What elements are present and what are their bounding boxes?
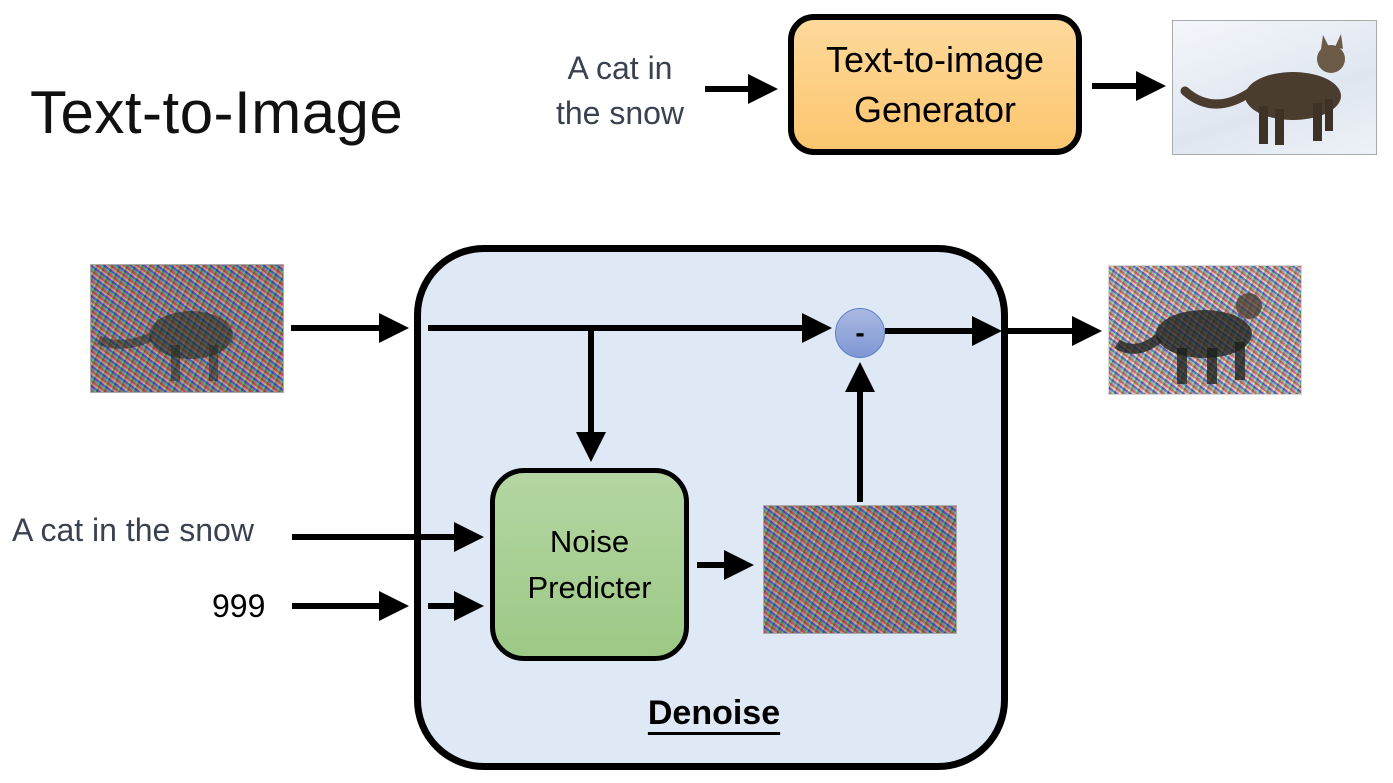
prompt-line-1: A cat in bbox=[567, 50, 673, 86]
noise-predicter-line-1: Noise bbox=[549, 523, 630, 559]
noisy-cat-input-image bbox=[90, 264, 284, 393]
cat-in-snow-image bbox=[1172, 20, 1377, 155]
text-to-image-generator-box: Text-to-image Generator bbox=[788, 14, 1082, 155]
generator-line-1: Text-to-image bbox=[825, 38, 1045, 80]
noise-predicter-box: Noise Predicter bbox=[490, 468, 689, 661]
denoised-cat-output-image bbox=[1108, 265, 1302, 395]
prompt-text: A cat in the snow bbox=[540, 46, 700, 136]
cat-silhouette-icon bbox=[1180, 34, 1345, 145]
predicted-noise-image bbox=[763, 505, 957, 634]
minus-icon: - bbox=[855, 317, 865, 348]
prompt-line-2: the snow bbox=[555, 95, 685, 131]
subtract-node: - bbox=[835, 308, 885, 358]
denoised-cat-silhouette-icon bbox=[1114, 293, 1262, 384]
noisy-cat-silhouette-icon bbox=[97, 311, 233, 381]
denoise-label: Denoise bbox=[647, 694, 781, 732]
step-number-label: 999 bbox=[212, 588, 266, 624]
generator-line-2: Generator bbox=[853, 88, 1017, 130]
noise-predicter-line-2: Predicter bbox=[527, 569, 652, 605]
text-condition-label: A cat in the snow bbox=[12, 512, 254, 548]
slide-title: Text-to-Image bbox=[30, 79, 404, 146]
